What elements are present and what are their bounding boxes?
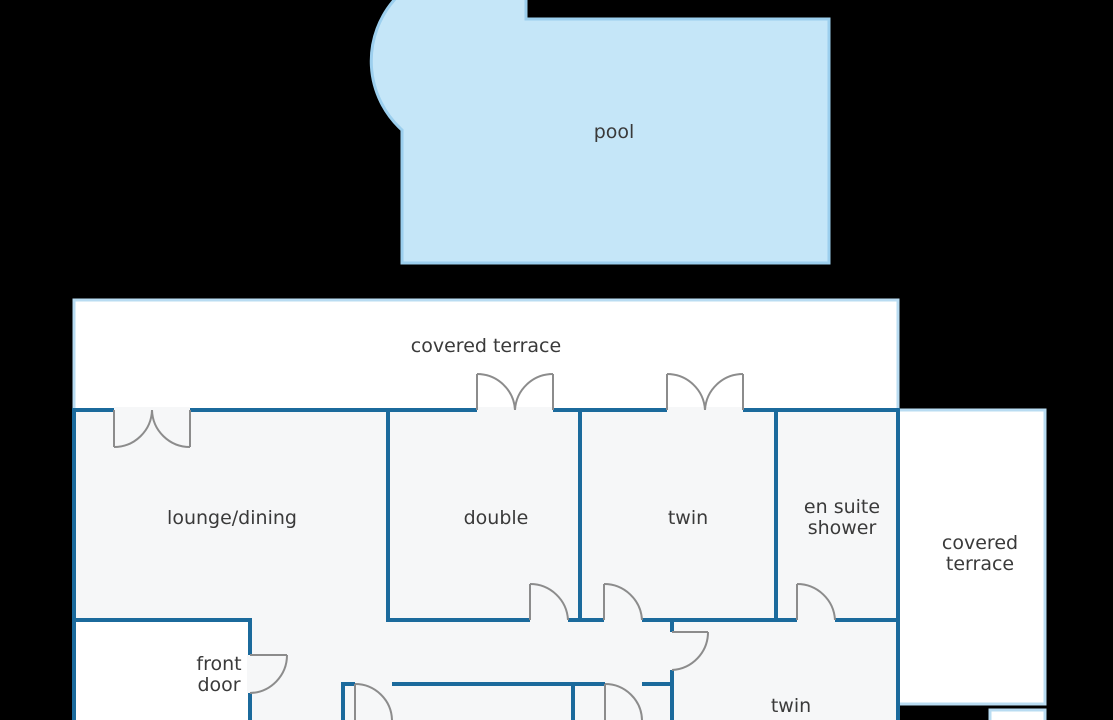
covered-terrace-top-area bbox=[72, 298, 900, 412]
covered-terrace-top: covered terrace bbox=[72, 298, 900, 412]
front-door-label-line1: front bbox=[196, 653, 241, 675]
lower-left-door bbox=[354, 681, 393, 720]
lower-middle-door bbox=[604, 681, 643, 720]
twin-terrace-door bbox=[666, 372, 744, 413]
pool-area: pool bbox=[369, 0, 831, 265]
lounge-terrace-door bbox=[113, 407, 191, 448]
room-labels: lounge/dining double twin en suite showe… bbox=[167, 496, 880, 717]
front-door-label-line2: door bbox=[197, 674, 240, 696]
twin-hall-door bbox=[603, 582, 643, 623]
small-outdoor-area bbox=[988, 708, 1047, 720]
front-door bbox=[247, 654, 288, 694]
double-hall-door bbox=[529, 582, 569, 623]
twin-label-1: twin bbox=[668, 507, 708, 529]
ensuite-label-line1: en suite bbox=[804, 496, 880, 518]
lounge-label: lounge/dining bbox=[167, 507, 297, 529]
house-interior bbox=[74, 410, 898, 720]
double-label: double bbox=[464, 507, 529, 529]
doors bbox=[113, 372, 836, 720]
twin-label-2: twin bbox=[771, 695, 811, 717]
ensuite-door bbox=[796, 582, 836, 623]
covered-terrace-side-label-line1: covered bbox=[942, 532, 1018, 554]
ensuite-label-line2: shower bbox=[808, 517, 877, 539]
entry-area bbox=[74, 620, 250, 720]
double-terrace-door bbox=[476, 372, 554, 413]
pool-shape bbox=[369, 0, 831, 265]
twin2-door bbox=[669, 631, 710, 671]
covered-terrace-side-label-line2: terrace bbox=[946, 553, 1014, 575]
covered-terrace-side-area bbox=[896, 408, 1047, 706]
covered-terrace-top-label: covered terrace bbox=[411, 335, 561, 357]
covered-terrace-side: covered terrace bbox=[896, 408, 1047, 720]
pool-label: pool bbox=[594, 121, 635, 143]
house-floor bbox=[74, 410, 898, 720]
